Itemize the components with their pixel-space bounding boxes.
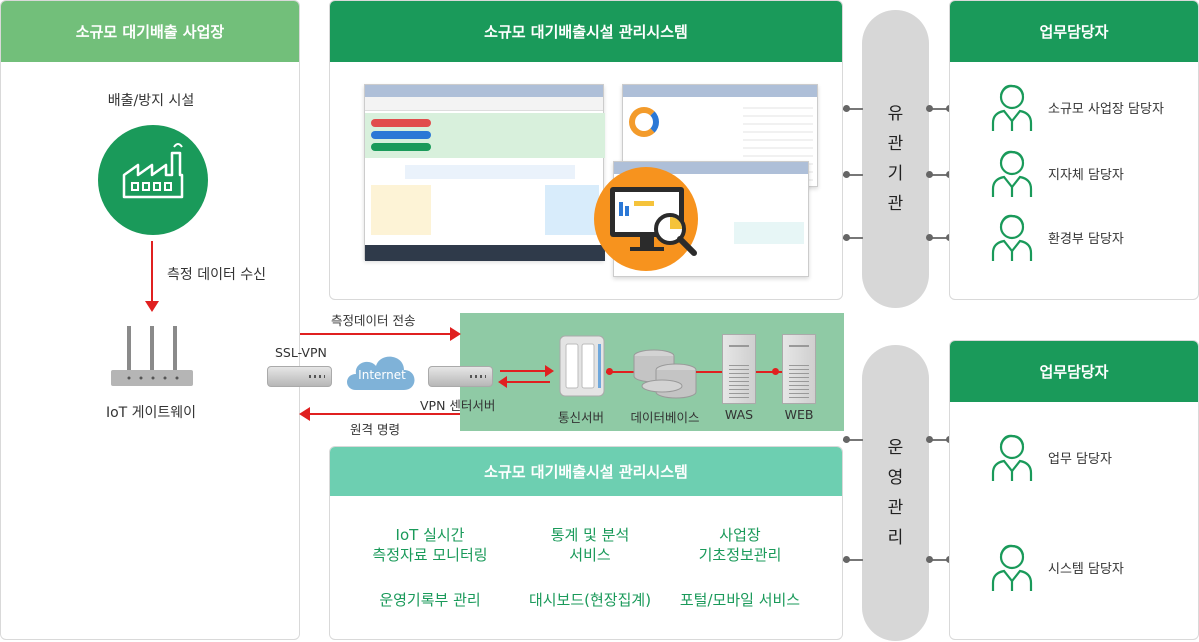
person-workplace-manager: 소규모 사업장 담당자 bbox=[990, 81, 1164, 133]
vpn-to-server-arrowhead bbox=[545, 365, 554, 377]
connector-left-5 bbox=[843, 559, 863, 561]
node-line-3 bbox=[756, 371, 783, 373]
connector-right-2 bbox=[929, 174, 950, 176]
top-system-title: 소규모 대기배출시설 관리시스템 bbox=[330, 1, 842, 62]
feature-operation-log: 운영기록부 관리 bbox=[379, 591, 481, 609]
staff-panel-top: 업무담당자 소규모 사업장 담당자 지자체 담당자 환경부 담당자 bbox=[949, 0, 1199, 300]
was-server-icon bbox=[722, 334, 756, 404]
person-icon bbox=[991, 214, 1033, 261]
staff-title-bottom: 업무담당자 bbox=[950, 341, 1198, 402]
related-agency-pill: 유 관 기 관 bbox=[862, 10, 929, 308]
connector-dot-r1 bbox=[926, 105, 933, 112]
connector-dot-l4 bbox=[843, 436, 850, 443]
feature-portal-mobile: 포털/모바일 서비스 bbox=[679, 591, 801, 609]
person-icon bbox=[991, 84, 1033, 131]
remote-arrowhead bbox=[299, 407, 310, 421]
send-arrow bbox=[300, 333, 452, 335]
feature-workplace-info: 사업장 기초정보관리 bbox=[698, 526, 782, 564]
node-label-comm: 통신서버 bbox=[557, 410, 604, 425]
server-to-vpn-arrowhead bbox=[498, 376, 507, 388]
factory-icon bbox=[98, 125, 208, 235]
person-business-manager: 업무 담당자 bbox=[990, 431, 1112, 483]
node-line-2 bbox=[696, 371, 723, 373]
internet-label: Internet bbox=[358, 368, 406, 382]
person-label: 소규모 사업장 담당자 bbox=[1048, 101, 1164, 117]
remote-label: 원격 명령 bbox=[350, 422, 400, 437]
workplace-title: 소규모 대기배출 사업장 bbox=[1, 1, 299, 62]
person-icon bbox=[991, 544, 1033, 591]
operation-pill: 운 영 관 리 bbox=[862, 345, 929, 641]
router-icon bbox=[109, 324, 195, 390]
bottom-system-title: 소규모 대기배출시설 관리시스템 bbox=[330, 447, 842, 496]
connector-right-1 bbox=[929, 108, 950, 110]
gateway-label: IoT 게이트웨이 bbox=[105, 405, 197, 421]
connector-left-4 bbox=[843, 439, 863, 441]
facility-label: 배출/방지 시설 bbox=[107, 93, 195, 109]
receive-arrow bbox=[151, 241, 153, 303]
person-label: 환경부 담당자 bbox=[1048, 231, 1124, 247]
send-arrowhead bbox=[450, 327, 461, 341]
remote-arrow bbox=[308, 413, 460, 415]
connector-dot-r5 bbox=[926, 556, 933, 563]
node-dot-3 bbox=[772, 368, 779, 375]
feature-dashboard: 대시보드(현장집계) bbox=[528, 591, 652, 609]
connector-dot-l5 bbox=[843, 556, 850, 563]
person-local-gov: 지자체 담당자 bbox=[990, 147, 1124, 199]
connector-dot-l2 bbox=[843, 171, 850, 178]
person-env-ministry: 환경부 담당자 bbox=[990, 211, 1124, 263]
person-system-manager: 시스템 담당자 bbox=[990, 541, 1124, 593]
web-server-icon bbox=[782, 334, 816, 404]
connector-dot-l3 bbox=[843, 234, 850, 241]
top-system-panel: 소규모 대기배출시설 관리시스템 bbox=[329, 0, 843, 300]
staff-panel-bottom: 업무담당자 업무 담당자 시스템 담당자 bbox=[949, 340, 1199, 640]
person-icon bbox=[991, 150, 1033, 197]
person-label: 업무 담당자 bbox=[1048, 451, 1112, 467]
connector-left-2 bbox=[843, 174, 863, 176]
portal-screenshot bbox=[364, 84, 605, 261]
receive-label: 측정 데이터 수신 bbox=[167, 267, 267, 283]
ssl-vpn-label: SSL-VPN bbox=[275, 345, 327, 360]
connector-dot-l1 bbox=[843, 105, 850, 112]
workplace-panel: 소규모 대기배출 사업장 배출/방지 시설 측정 데이터 수신 IoT 게이트웨… bbox=[0, 0, 300, 640]
feature-statistics: 통계 및 분석 서비스 bbox=[550, 526, 630, 564]
node-line-1 bbox=[606, 371, 634, 373]
monitor-icon bbox=[588, 167, 708, 287]
feature-iot-monitoring: IoT 실시간 측정자료 모니터링 bbox=[372, 526, 488, 564]
vpn-device-left bbox=[267, 366, 332, 387]
node-label-web: WEB bbox=[784, 407, 814, 422]
vpn-server-label: VPN 센터서버 bbox=[420, 398, 496, 413]
server-to-vpn-arrow bbox=[506, 381, 550, 383]
staff-title-top: 업무담당자 bbox=[950, 1, 1198, 62]
node-dot-1 bbox=[606, 368, 613, 375]
vpn-to-server-arrow bbox=[500, 370, 546, 372]
receive-arrowhead bbox=[145, 301, 159, 312]
connector-right-4 bbox=[929, 439, 950, 441]
connector-dot-r4 bbox=[926, 436, 933, 443]
vpn-device-right bbox=[428, 366, 493, 387]
internet-cloud-icon bbox=[342, 346, 422, 396]
send-label: 측정데이터 전송 bbox=[331, 313, 416, 328]
connector-right-3 bbox=[929, 237, 950, 239]
database-icon bbox=[632, 348, 698, 402]
bottom-system-panel: 소규모 대기배출시설 관리시스템 IoT 실시간 측정자료 모니터링 통계 및 … bbox=[329, 446, 843, 640]
comm-server-icon bbox=[558, 334, 606, 399]
connector-left-1 bbox=[843, 108, 863, 110]
person-icon bbox=[991, 434, 1033, 481]
connector-right-5 bbox=[929, 559, 950, 561]
node-label-was: WAS bbox=[724, 407, 754, 422]
node-label-db: 데이터베이스 bbox=[630, 410, 700, 425]
connector-dot-r3 bbox=[926, 234, 933, 241]
connector-dot-r2 bbox=[926, 171, 933, 178]
connector-left-3 bbox=[843, 237, 863, 239]
person-label: 시스템 담당자 bbox=[1048, 561, 1124, 577]
person-label: 지자체 담당자 bbox=[1048, 167, 1124, 183]
